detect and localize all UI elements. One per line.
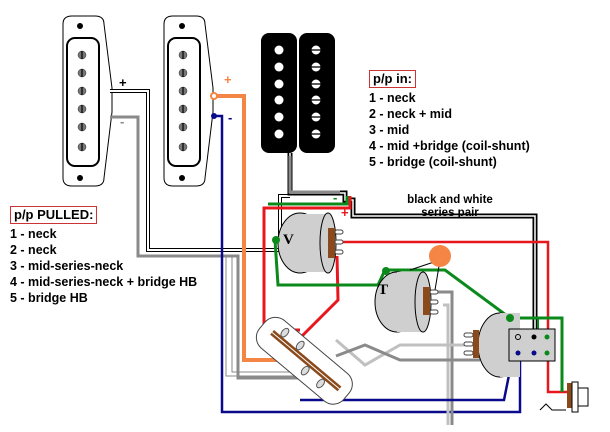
legend-item: 3 - mid — [369, 123, 410, 137]
mid-minus-label: - — [228, 110, 233, 125]
legend-item: 1 - neck — [369, 91, 416, 105]
legend-item: 3 - mid-series-neck — [10, 259, 124, 273]
legend-pp-pulled: p/p PULLED: 1 - neck 2 - neck 3 - mid-se… — [10, 206, 197, 306]
legend-item: 1 - neck — [10, 227, 57, 241]
legend-item: 4 - mid-series-neck + bridge HB — [10, 275, 198, 289]
neck-pickup — [62, 15, 113, 187]
series-pair-line1: black and white — [407, 194, 493, 206]
neck-minus-label: - — [120, 114, 125, 129]
hb-minus-label: - — [333, 190, 338, 205]
push-pull-pot — [463, 312, 556, 378]
legend-item: 2 - neck — [10, 243, 57, 257]
tone-pot — [374, 267, 439, 333]
legend-item: 4 - mid +bridge (coil-shunt) — [369, 139, 530, 153]
legend-item: 5 - bridge HB — [10, 291, 88, 305]
neck-plus-label: + — [119, 75, 127, 90]
hb-plus-label: + — [341, 205, 349, 220]
tone-pot-label: T — [378, 282, 389, 298]
tone-capacitor — [429, 245, 451, 267]
volume-pot-label: V — [283, 232, 294, 248]
legend-item: 5 - bridge (coil-shunt) — [369, 155, 497, 169]
output-jack — [539, 381, 589, 413]
legend-pp-in: p/p in: 1 - neck 2 - neck + mid 3 - mid … — [369, 70, 530, 170]
middle-pickup — [163, 15, 214, 187]
legend-item: 2 - neck + mid — [369, 107, 453, 121]
bridge-humbucker — [261, 33, 335, 153]
series-pair-line2: series pair — [421, 207, 479, 219]
legend-pp-in-title: p/p in: — [369, 70, 416, 88]
five-way-switch — [255, 316, 353, 405]
legend-pp-pulled-title: p/p PULLED: — [10, 206, 98, 224]
volume-pot — [272, 212, 344, 274]
mid-plus-label: + — [224, 72, 232, 87]
series-pair-annotation: black and white series pair — [400, 194, 500, 220]
